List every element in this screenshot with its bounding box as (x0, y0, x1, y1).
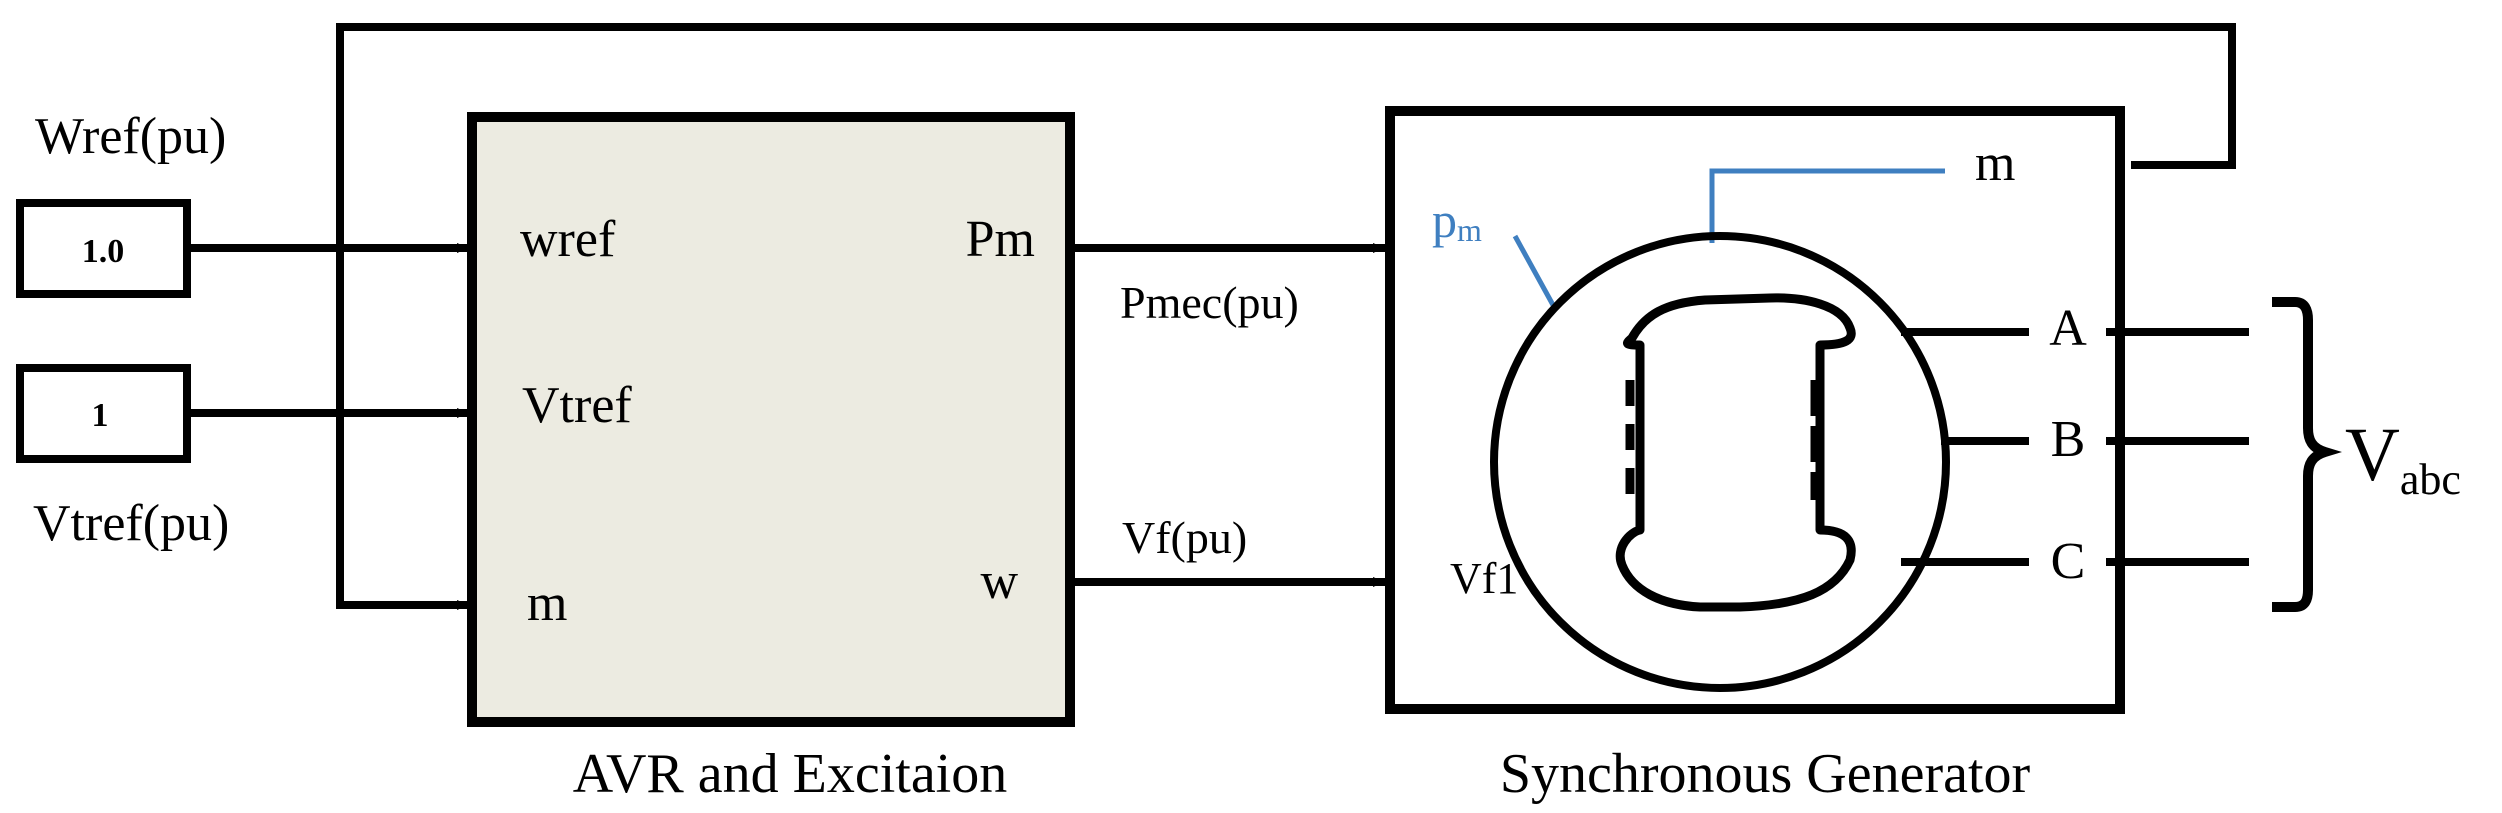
generator-port-pm: pm (1432, 192, 1482, 248)
phase-c-label: C (2051, 533, 2086, 590)
generator-port-m: m (1975, 135, 2015, 192)
vabc-output-label: Vabc (2345, 413, 2461, 504)
generator-port-vf: Vf1 (1450, 554, 1518, 603)
avr-block (467, 112, 1075, 727)
m-connector-line (1709, 168, 1945, 243)
synchronous-machine-icon (1490, 232, 1950, 692)
feedback-line (336, 23, 2236, 609)
wref-constant-value: 1.0 (82, 233, 125, 270)
phase-b-label: B (2051, 411, 2086, 468)
avr-port-w: w (980, 553, 1018, 610)
avr-block-title: AVR and Excitaion (573, 743, 1007, 805)
wref-input-label: Wref(pu) (35, 108, 226, 165)
vabc-brace-icon (2272, 297, 2342, 612)
phase-a-label: A (2049, 300, 2087, 357)
vtref-constant-value: 1 (92, 397, 109, 434)
generator-port-pm-main: p (1432, 192, 1457, 248)
generator-block-title: Synchronous Generator (1500, 743, 2031, 805)
vabc-label-main: V (2345, 413, 2400, 497)
avr-port-vtref: Vtref (522, 377, 632, 434)
pmec-signal-label: Pmec(pu) (1120, 277, 1299, 328)
avr-port-m: m (527, 575, 567, 632)
generator-port-pm-sub: m (1457, 212, 1482, 248)
avr-port-pm: Pm (966, 211, 1035, 268)
avr-port-wref: wref (520, 211, 616, 268)
vabc-label-sub: abc (2400, 455, 2461, 504)
pm-connector-line (1512, 234, 1556, 307)
vf-signal-label: Vf(pu) (1122, 512, 1247, 563)
vtref-input-label: Vtref(pu) (33, 495, 229, 552)
vtref-constant-block (16, 364, 191, 463)
